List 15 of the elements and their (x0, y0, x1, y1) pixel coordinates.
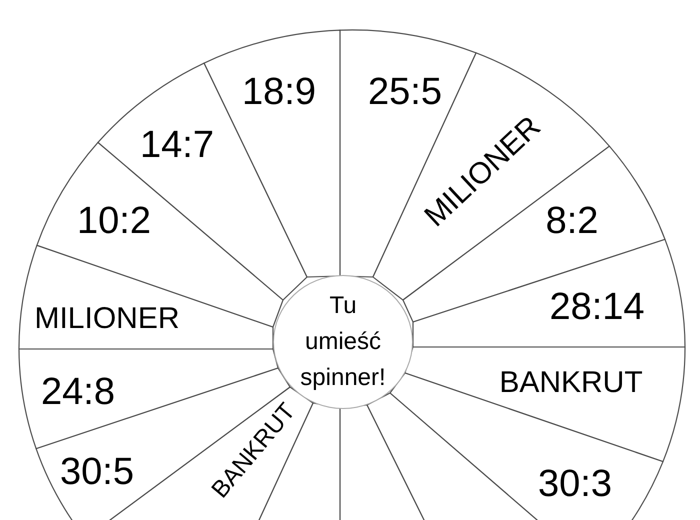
segment-label: 18:9 (242, 73, 316, 111)
segment-label: 30:5 (60, 453, 134, 491)
segment-label: BANKRUT (499, 368, 643, 398)
wheel-segment (18, 244, 274, 350)
segment-label: MILIONER (34, 304, 180, 334)
segment-label: 14:7 (140, 126, 214, 164)
segment-label: 30:3 (538, 465, 612, 503)
wheel-segment (339, 404, 425, 520)
segment-label: 8:2 (546, 202, 598, 240)
segment-label: 28:14 (549, 288, 645, 326)
segment-label: 24:8 (41, 373, 115, 411)
instruction-text: Tu umieść spinner! (299, 291, 387, 393)
segment-label: 25:5 (368, 73, 442, 111)
wheel-segment (412, 238, 686, 348)
segment-label: 10:2 (77, 202, 151, 240)
